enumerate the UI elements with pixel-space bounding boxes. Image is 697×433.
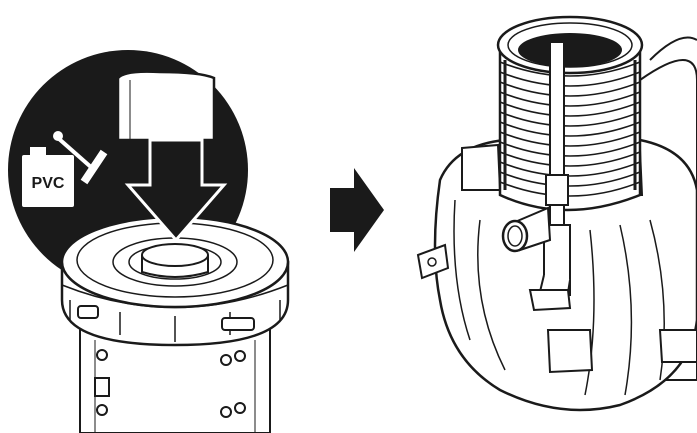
press-down-indicator <box>116 70 216 142</box>
down-arrow-icon <box>124 138 228 243</box>
right-arrow-icon <box>330 168 384 252</box>
pvc-glue-can-icon: PVC <box>22 131 108 207</box>
inlet-pipe <box>501 41 572 312</box>
pvc-label: PVC <box>32 175 65 192</box>
adapter-ring <box>60 215 290 347</box>
corrugated-riser <box>496 15 644 212</box>
